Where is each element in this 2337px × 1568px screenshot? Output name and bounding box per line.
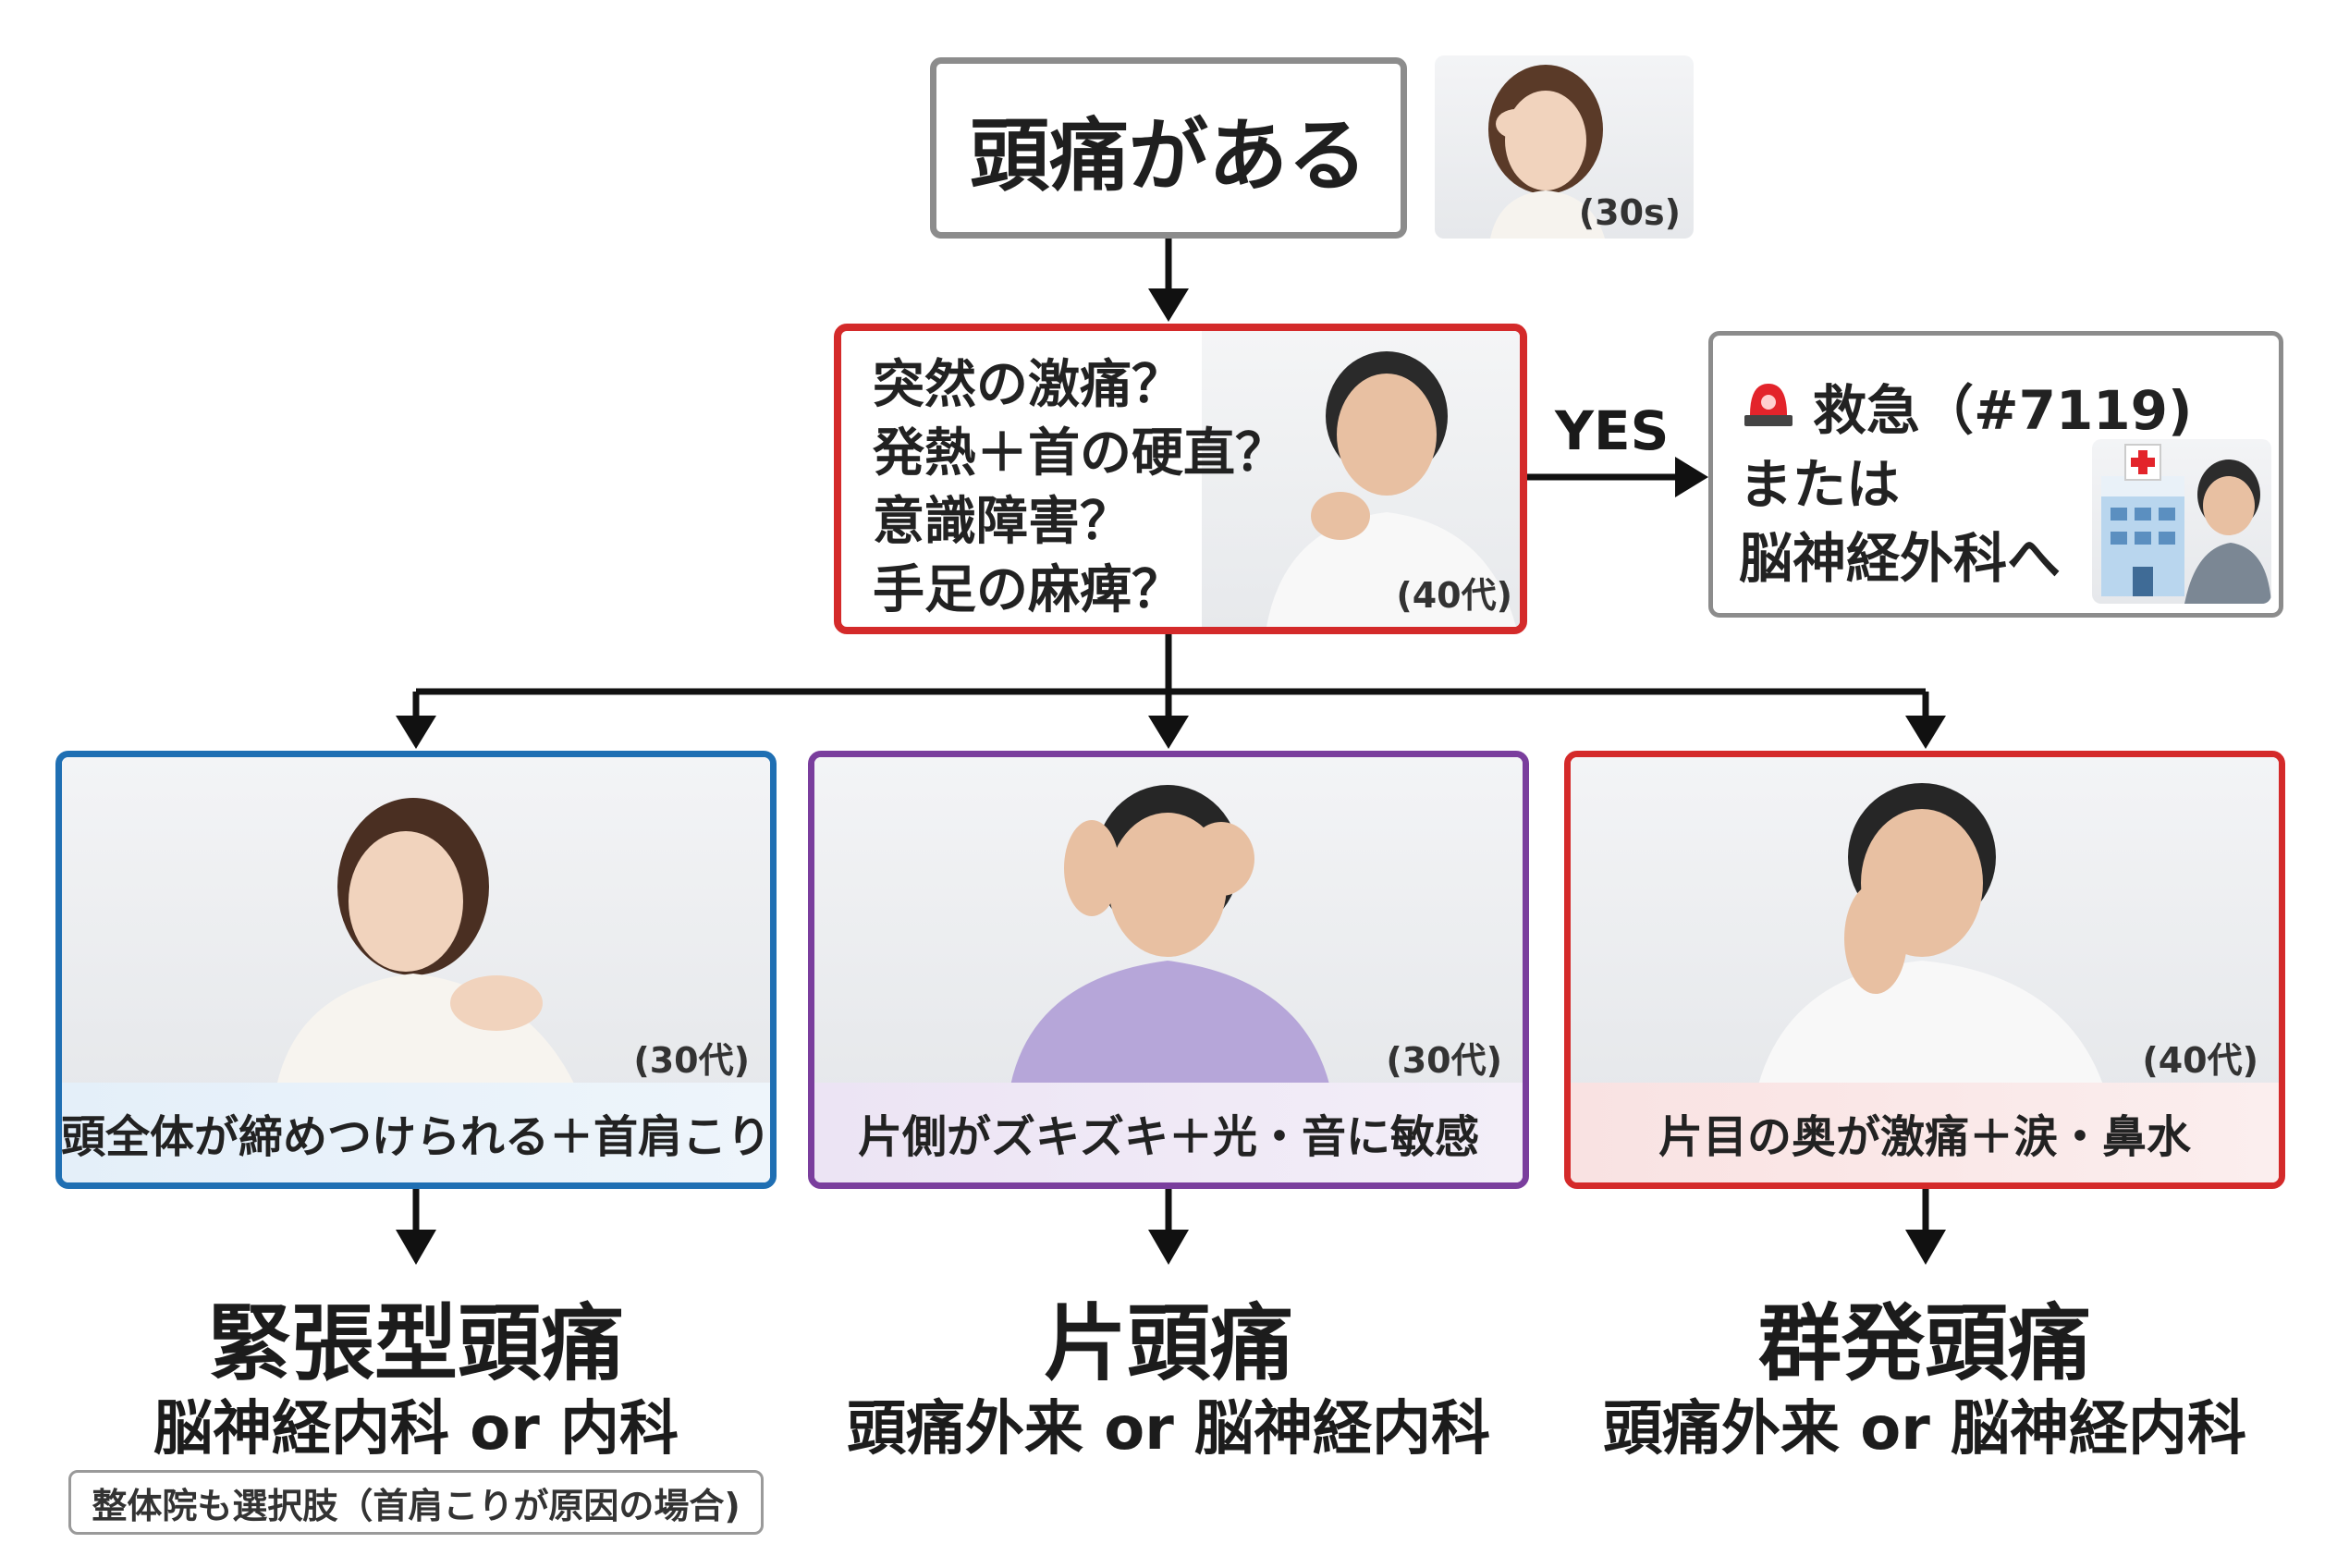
cluster-result-title: 群発頭痛 (1758, 1295, 2091, 1392)
cluster-box: (40代) 片目の奥が激痛＋涙・鼻水 (1564, 751, 2285, 1189)
question-sudden-pain: 突然の激痛？ (873, 355, 1183, 415)
question-fever-neck: 発熱＋首の硬直？ (873, 423, 1287, 484)
man-holding-head-icon (1009, 785, 1332, 1096)
tension-result-title: 緊張型頭痛 (208, 1295, 624, 1392)
man-neck-pain-photo: (40代) (1202, 331, 1520, 627)
tension-caption: 頭全体が締めつけられる＋首肩こり (62, 1083, 770, 1182)
start-age: (30s) (1578, 192, 1681, 233)
cluster-result-dept: 頭痛外来 or 脳神経内科 (1602, 1395, 2247, 1464)
migraine-caption: 片側がズキズキ＋光・音に敏感 (814, 1083, 1523, 1182)
tension-note: 整体院も選択肢（首肩こりが原因の場合) (92, 1485, 740, 1526)
woman-shoulder-photo: (30代) (62, 757, 770, 1096)
start-node: 頭痛がある (930, 57, 1407, 239)
tension-note-box: 整体院も選択肢（首肩こりが原因の場合) (68, 1470, 764, 1535)
migraine-result-title: 片頭痛 (1044, 1295, 1293, 1392)
man-holding-head-photo: (30代) (814, 757, 1523, 1096)
siren-icon (1739, 374, 1798, 428)
tension-result-dept: 脳神経内科 or 内科 (153, 1395, 679, 1464)
question-consciousness: 意識障害？ (873, 492, 1132, 552)
migraine-box: (30代) 片側がズキズキ＋光・音に敏感 (808, 751, 1529, 1189)
woman-shoulder-icon (275, 798, 580, 1096)
emergency-line1: 救急（#7119) (1813, 379, 2193, 442)
man-eye-pain-icon (1756, 783, 2107, 1096)
check-questions: 突然の激痛？ 発熱＋首の硬直？ 意識障害？ 手足の麻痺？ (873, 351, 1287, 625)
hospital-icon (2101, 444, 2271, 604)
migraine-result-dept: 頭痛外来 or 脳神経内科 (846, 1395, 1491, 1464)
start-label: 頭痛がある (970, 109, 1367, 202)
man-eye-pain-photo: (40代) (1571, 757, 2279, 1096)
emergency-line3: 脳神経外科へ (1739, 527, 2062, 590)
question-paralysis: 手足の麻痺？ (873, 560, 1183, 620)
woman-headache-photo: (30s) (1435, 55, 1694, 239)
emergency-node: 救急（#7119) または 脳神経外科へ (1708, 331, 2283, 618)
tension-type-box: (30代) 頭全体が締めつけられる＋首肩こり (55, 751, 777, 1189)
yes-label: YES (1555, 399, 1670, 462)
hospital-phone-photo (2092, 439, 2271, 604)
cluster-age: (40代) (2142, 1040, 2258, 1081)
check-age: (40代) (1396, 575, 1512, 616)
emergency-line2: または (1739, 453, 1901, 516)
tension-age: (30代) (633, 1040, 750, 1081)
man-neck-pain-icon (1266, 351, 1516, 627)
migraine-age: (30代) (1386, 1040, 1502, 1081)
woman-headache-icon (1488, 65, 1605, 239)
cluster-caption: 片目の奥が激痛＋涙・鼻水 (1571, 1083, 2279, 1182)
red-flag-check: (40代) 突然の激痛？ 発熱＋首の硬直？ 意識障害？ 手足の麻痺？ (834, 324, 1527, 634)
